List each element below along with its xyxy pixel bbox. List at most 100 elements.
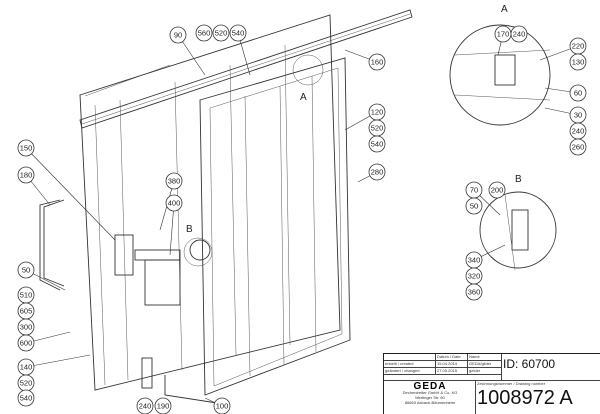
leader-line — [25, 354, 91, 368]
callout-bubble-150: 150 — [17, 139, 35, 157]
callout-bubble-540: 540 — [17, 389, 35, 407]
callout-number: 540 — [232, 29, 245, 38]
callout-number: 600 — [20, 339, 33, 348]
changed-label: geändert / changed — [384, 368, 436, 375]
callout-number: 150 — [20, 144, 33, 153]
callout-number: 60 — [574, 89, 582, 98]
callout-bubble-30: 30 — [569, 106, 587, 124]
callout-number: 340 — [468, 256, 481, 265]
company-street: Mertinger Str. 60 — [415, 395, 445, 400]
callout-bubble-600: 600 — [17, 334, 35, 352]
callout-number: 380 — [168, 177, 181, 186]
changed-date: 27.05.2015 — [436, 368, 468, 375]
callout-number: 605 — [20, 307, 33, 316]
callout-bubble-605: 605 — [17, 302, 35, 320]
detail-b: B B — [183, 174, 557, 271]
callout-number: 220 — [572, 42, 585, 51]
callout-bubble-520: 520 — [368, 119, 386, 137]
detail-a-label: A — [501, 4, 508, 15]
company-city: 86663 Asbach-Bäumenheim — [404, 400, 456, 405]
date-header: Datum / Date — [436, 354, 468, 361]
callout-bubble-380: 380 — [165, 172, 183, 190]
floor-bar — [164, 375, 231, 406]
callout-number: 240 — [513, 30, 526, 39]
detail-a-marker: A — [300, 92, 307, 103]
callout-bubble-240: 240 — [136, 397, 154, 414]
callout-bubble-160: 160 — [368, 53, 386, 71]
callout-number: 100 — [216, 402, 229, 411]
callout-number: 130 — [572, 58, 585, 67]
callout-bubble-560: 560 — [195, 24, 213, 42]
callout-number: 120 — [371, 108, 384, 117]
callout-number: 540 — [20, 394, 33, 403]
callout-bubble-520: 520 — [212, 24, 230, 42]
callout-number: 200 — [491, 186, 504, 195]
created-date: 15.04.2014 — [436, 361, 468, 368]
created-name: GEDA/gilder — [468, 361, 502, 368]
callout-bubble-100: 100 — [213, 397, 231, 414]
company-logo: GEDA — [413, 381, 447, 392]
callout-number: 170 — [497, 30, 510, 39]
callout-number: 510 — [20, 291, 33, 300]
top-rail — [79, 9, 413, 129]
callout-number: 180 — [20, 171, 33, 180]
created-label: erstellt / created — [384, 361, 436, 368]
floor-guide — [141, 357, 153, 389]
part-id: ID: 60700 — [503, 357, 556, 371]
right-door — [199, 57, 351, 396]
callout-bubble-300: 300 — [17, 318, 35, 336]
grab-handle — [39, 199, 65, 291]
callout-bubble-60: 60 — [569, 84, 587, 102]
callout-number: 520 — [20, 379, 33, 388]
company-name: Dechentreiter GmbH & Co. KG — [402, 390, 458, 395]
callout-number: 30 — [574, 111, 582, 120]
leader-line — [169, 202, 175, 256]
callout-bubble-240: 240 — [510, 25, 528, 43]
lock-assembly — [114, 234, 211, 306]
callout-bubble-540: 540 — [368, 135, 386, 153]
callout-number: 140 — [20, 363, 33, 372]
callout-number: 70 — [470, 186, 478, 195]
callout-bubble-240: 240 — [569, 122, 587, 140]
callout-number: 50 — [470, 202, 478, 211]
callout-number: 260 — [572, 143, 585, 152]
callout-number: 280 — [371, 168, 384, 177]
callout-bubble-170: 170 — [494, 25, 512, 43]
callout-number: 540 — [371, 140, 384, 149]
callout-bubble-220: 220 — [569, 37, 587, 55]
callout-number: 560 — [198, 29, 211, 38]
callout-bubble-340: 340 — [465, 251, 483, 269]
callout-bubble-320: 320 — [465, 267, 483, 285]
callout-number: 520 — [215, 29, 228, 38]
callout-bubble-90: 90 — [169, 26, 187, 44]
changed-name: gelder — [468, 368, 502, 375]
callout-number: 160 — [371, 58, 384, 67]
callout-number: 90 — [174, 31, 182, 40]
callout-bubble-50: 50 — [17, 261, 35, 279]
detail-b-label: B — [515, 174, 522, 185]
name-header: Name — [468, 354, 502, 361]
detail-b-marker: B — [186, 224, 193, 235]
callout-number: 240 — [139, 402, 152, 411]
callout-bubble-190: 190 — [154, 397, 172, 414]
callout-number: 50 — [22, 266, 30, 275]
callout-bubble-70: 70 — [465, 181, 483, 199]
callout-number: 520 — [371, 124, 384, 133]
callout-number: 300 — [20, 323, 33, 332]
callout-bubble-120: 120 — [368, 103, 386, 121]
callout-number: 320 — [468, 272, 481, 281]
callout-bubble-360: 360 — [465, 283, 483, 301]
drawing-number: 1008972 A — [477, 387, 573, 409]
callout-bubble-280: 280 — [368, 163, 386, 181]
callout-bubble-520: 520 — [17, 374, 35, 392]
callout-bubble-140: 140 — [17, 358, 35, 376]
callout-number: 400 — [168, 199, 181, 208]
callout-bubble-260: 260 — [569, 138, 587, 156]
callout-bubble-510: 510 — [17, 286, 35, 304]
callout-bubble-180: 180 — [17, 166, 35, 184]
callout-number: 190 — [157, 402, 170, 411]
callout-bubble-200: 200 — [488, 181, 506, 199]
leader-line — [25, 147, 116, 241]
